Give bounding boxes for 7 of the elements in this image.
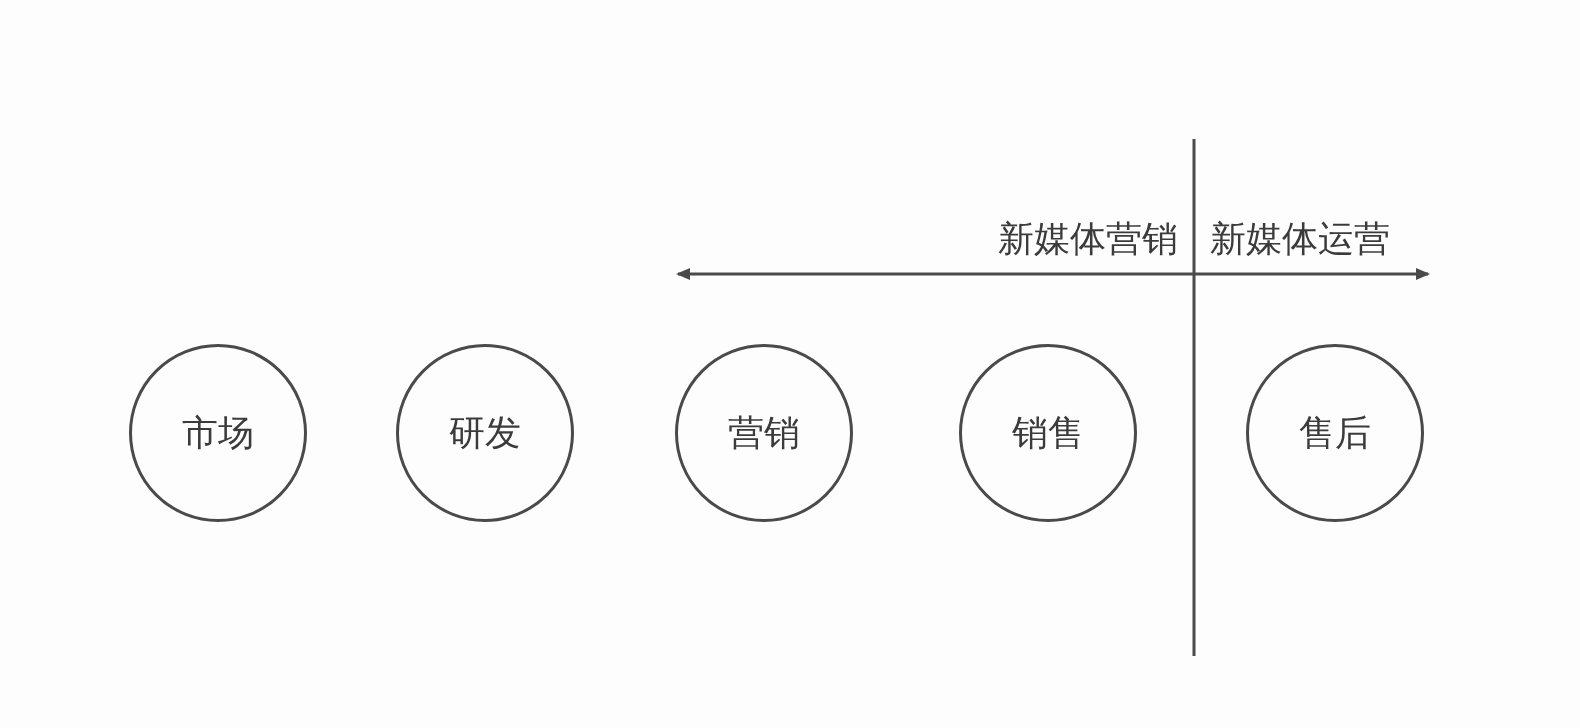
node-label: 营销 (728, 410, 800, 455)
node-label: 销售 (1012, 410, 1084, 455)
node-label: 研发 (449, 410, 521, 455)
node-label: 售后 (1299, 410, 1371, 455)
node-label: 市场 (182, 410, 254, 455)
arrow-label: 新媒体运营 (1210, 217, 1390, 261)
arrow-label: 新媒体营销 (998, 217, 1178, 261)
